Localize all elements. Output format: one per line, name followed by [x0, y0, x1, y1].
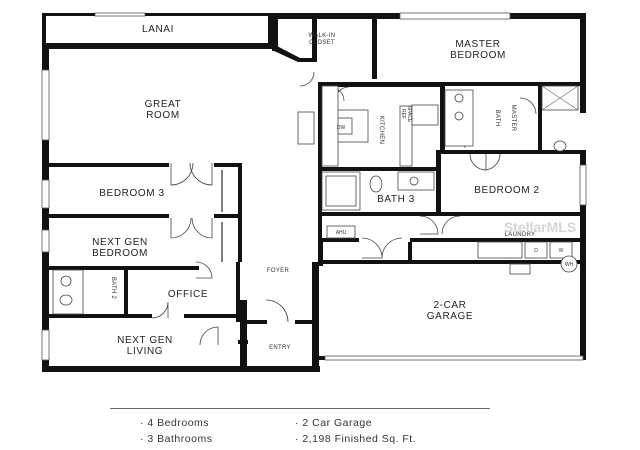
label-water-heater: WH — [565, 262, 574, 268]
feature-sqft: · 2,198 Finished Sq. Ft. — [295, 433, 417, 445]
room-master-bath: MASTER — [510, 105, 516, 132]
room-bedroom-3: BEDROOM 3 — [99, 188, 164, 199]
features-list: · 4 Bedrooms · 3 Bathrooms · 2 Car Garag… — [110, 408, 490, 445]
room-entry: ENTRY — [269, 345, 291, 351]
watermark: StellarMLS — [504, 219, 576, 235]
label-ref-space-2: SPACE — [406, 106, 412, 123]
room-master-bedroom-2: BEDROOM — [450, 50, 506, 61]
room-bath-3: BATH 3 — [377, 194, 415, 205]
room-kitchen: KITCHEN — [378, 116, 384, 144]
room-lanai: LANAI — [142, 24, 174, 35]
room-great-room: GREAT — [145, 99, 182, 110]
room-great-room-2: ROOM — [146, 110, 180, 121]
room-next-gen-bedroom-2: BEDROOM — [92, 248, 148, 259]
room-bath-2: BATH 2 — [110, 277, 116, 300]
label-washer: W — [559, 248, 564, 254]
label-dw: DW — [337, 125, 346, 131]
interior-walls — [49, 13, 586, 344]
room-laundry: LAUNDRY — [505, 232, 536, 238]
room-walk-in-closet: WALK-IN — [309, 33, 336, 39]
room-foyer: FOYER — [267, 268, 290, 274]
room-next-gen-living-2: LIVING — [127, 346, 163, 357]
feature-garage: · 2 Car Garage — [295, 417, 373, 429]
room-bedroom-2: BEDROOM 2 — [474, 185, 539, 196]
room-master-bath-2: BATH — [494, 110, 500, 127]
room-master-bedroom: MASTER — [455, 39, 500, 50]
label-ref-space: REF — [400, 109, 406, 119]
room-garage-2: GARAGE — [427, 311, 473, 322]
room-office: OFFICE — [168, 289, 208, 300]
room-next-gen-living: NEXT GEN — [117, 335, 173, 346]
label-dryer: D — [534, 248, 538, 254]
windows — [41, 12, 587, 361]
room-labels: LANAI WALK-IN CLOSET MASTER BEDROOM GREA… — [92, 24, 573, 357]
room-next-gen-bedroom: NEXT GEN — [92, 237, 148, 248]
room-garage: 2-CAR — [433, 300, 466, 311]
feature-bedrooms: · 4 Bedrooms — [140, 417, 210, 429]
fixtures — [52, 85, 579, 315]
label-ahu: AHU — [336, 230, 347, 236]
room-walk-in-closet-2: CLOSET — [309, 40, 335, 46]
feature-bathrooms: · 3 Bathrooms — [140, 433, 213, 445]
